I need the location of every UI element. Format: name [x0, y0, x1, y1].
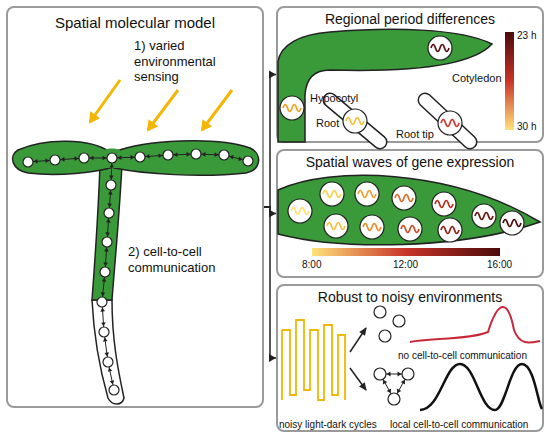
region-label: Cotyledon	[452, 72, 502, 84]
connector-arrow	[264, 207, 276, 214]
region-label: Hypocotyl	[310, 92, 358, 104]
note-label: no cell-to-cell communication	[398, 350, 527, 361]
scale-label: 8:00	[302, 259, 321, 270]
panel-title: Spatial molecular model	[8, 14, 262, 32]
result-panel: Spatial waves of gene expression	[276, 149, 544, 278]
step-label: 2) cell-to-cell communication	[128, 244, 260, 275]
scale-label: 12:00	[393, 259, 418, 270]
connector-arrow	[264, 75, 276, 208]
scale-label: 30 h	[517, 121, 536, 132]
model-panel: Spatial molecular model 1) varied environ…	[6, 6, 264, 408]
region-label: Root	[316, 117, 339, 129]
panel-title: Spatial waves of gene expression	[278, 154, 542, 171]
scale-label: 23 h	[517, 30, 536, 41]
step-label: 1) varied environmental sensing	[134, 38, 262, 85]
note-label: noisy light-dark cycles	[279, 419, 377, 430]
panel-title: Regional period differences	[278, 11, 542, 28]
scale-label: 16:00	[487, 259, 512, 270]
region-label: Root tip	[396, 128, 434, 140]
connector-arrow	[264, 207, 276, 358]
note-label: local cell-to-cell communication	[390, 419, 528, 430]
panel-title: Robust to noisy environments	[278, 289, 542, 306]
